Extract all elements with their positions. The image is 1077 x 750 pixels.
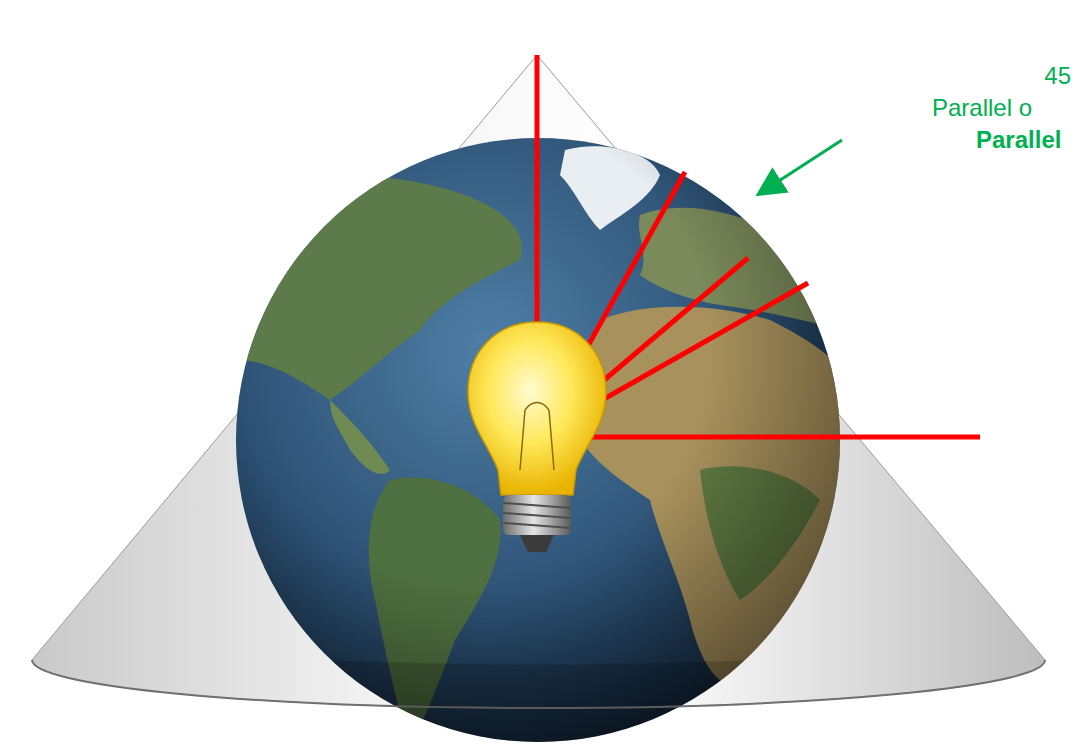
callout-label: Parallel xyxy=(976,126,1061,154)
callout-label: 45 xyxy=(1044,62,1071,90)
light-bulb xyxy=(468,322,606,552)
callout-label: Parallel o xyxy=(932,94,1032,122)
